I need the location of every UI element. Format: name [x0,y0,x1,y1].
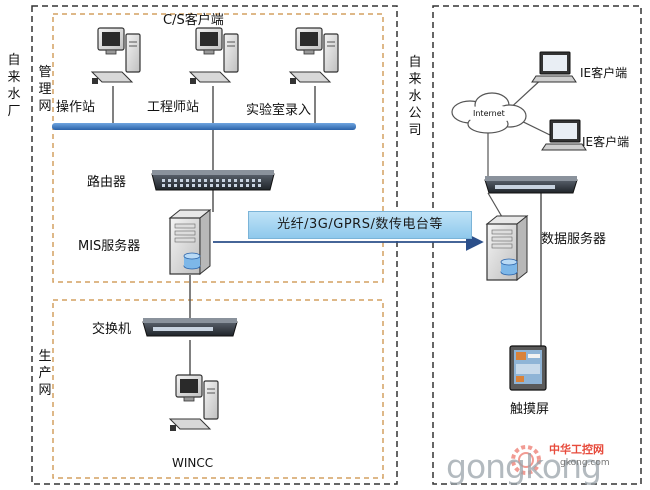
operator-station-label: 操作站 [56,100,96,115]
engineer-station-label: 工程师站 [147,100,200,115]
lab-entry-label: 实验室录入 [246,103,312,118]
ie-client-2-label: IE客户端 [582,135,630,149]
switch-icon [142,318,238,337]
ie-client-laptop-icon-2 [541,119,587,151]
production-net-label: 生产网 [38,349,52,398]
mis-server-icon [168,208,212,276]
engineer-station-pc-icon [188,27,239,84]
ie-client-laptop-icon-1 [531,51,577,83]
plant-boundary [31,5,398,485]
data-server-label: 数据服务器 [541,232,607,247]
cs-client-label: C/S客户端 [163,13,224,28]
watermark-gear-icon [511,445,541,475]
router-label: 路由器 [87,175,127,190]
plant-region-label: 自来水厂 [7,53,21,119]
company-region-label: 自来水公司 [408,55,422,138]
company-switch-icon [484,176,578,194]
watermark-url: gkong.com [560,458,610,468]
lab-entry-pc-icon [288,27,339,84]
link-banner: 光纤/3G/GPRS/数传电台等 [248,211,472,239]
management-net-boundary [52,13,384,283]
ie-client-1-label: IE客户端 [580,66,628,80]
touch-screen-label: 触摸屏 [510,402,550,417]
internet-cloud-icon [451,92,527,134]
management-bus [52,123,356,130]
wincc-pc-icon [168,374,219,431]
mis-server-label: MIS服务器 [78,239,141,254]
router-icon [151,170,275,191]
operator-station-pc-icon [90,27,141,84]
internet-label: Internet [473,109,505,118]
management-net-label: 管理网 [38,65,52,114]
wincc-label: WINCC [172,456,214,470]
switch-label: 交换机 [92,322,132,337]
watermark-brand: gongkong [446,447,602,486]
company-boundary [432,5,642,485]
data-server-icon [485,214,529,282]
production-net-boundary [52,299,384,479]
watermark-cn: 中华工控网 [549,443,604,456]
touch-screen-icon [509,345,547,391]
